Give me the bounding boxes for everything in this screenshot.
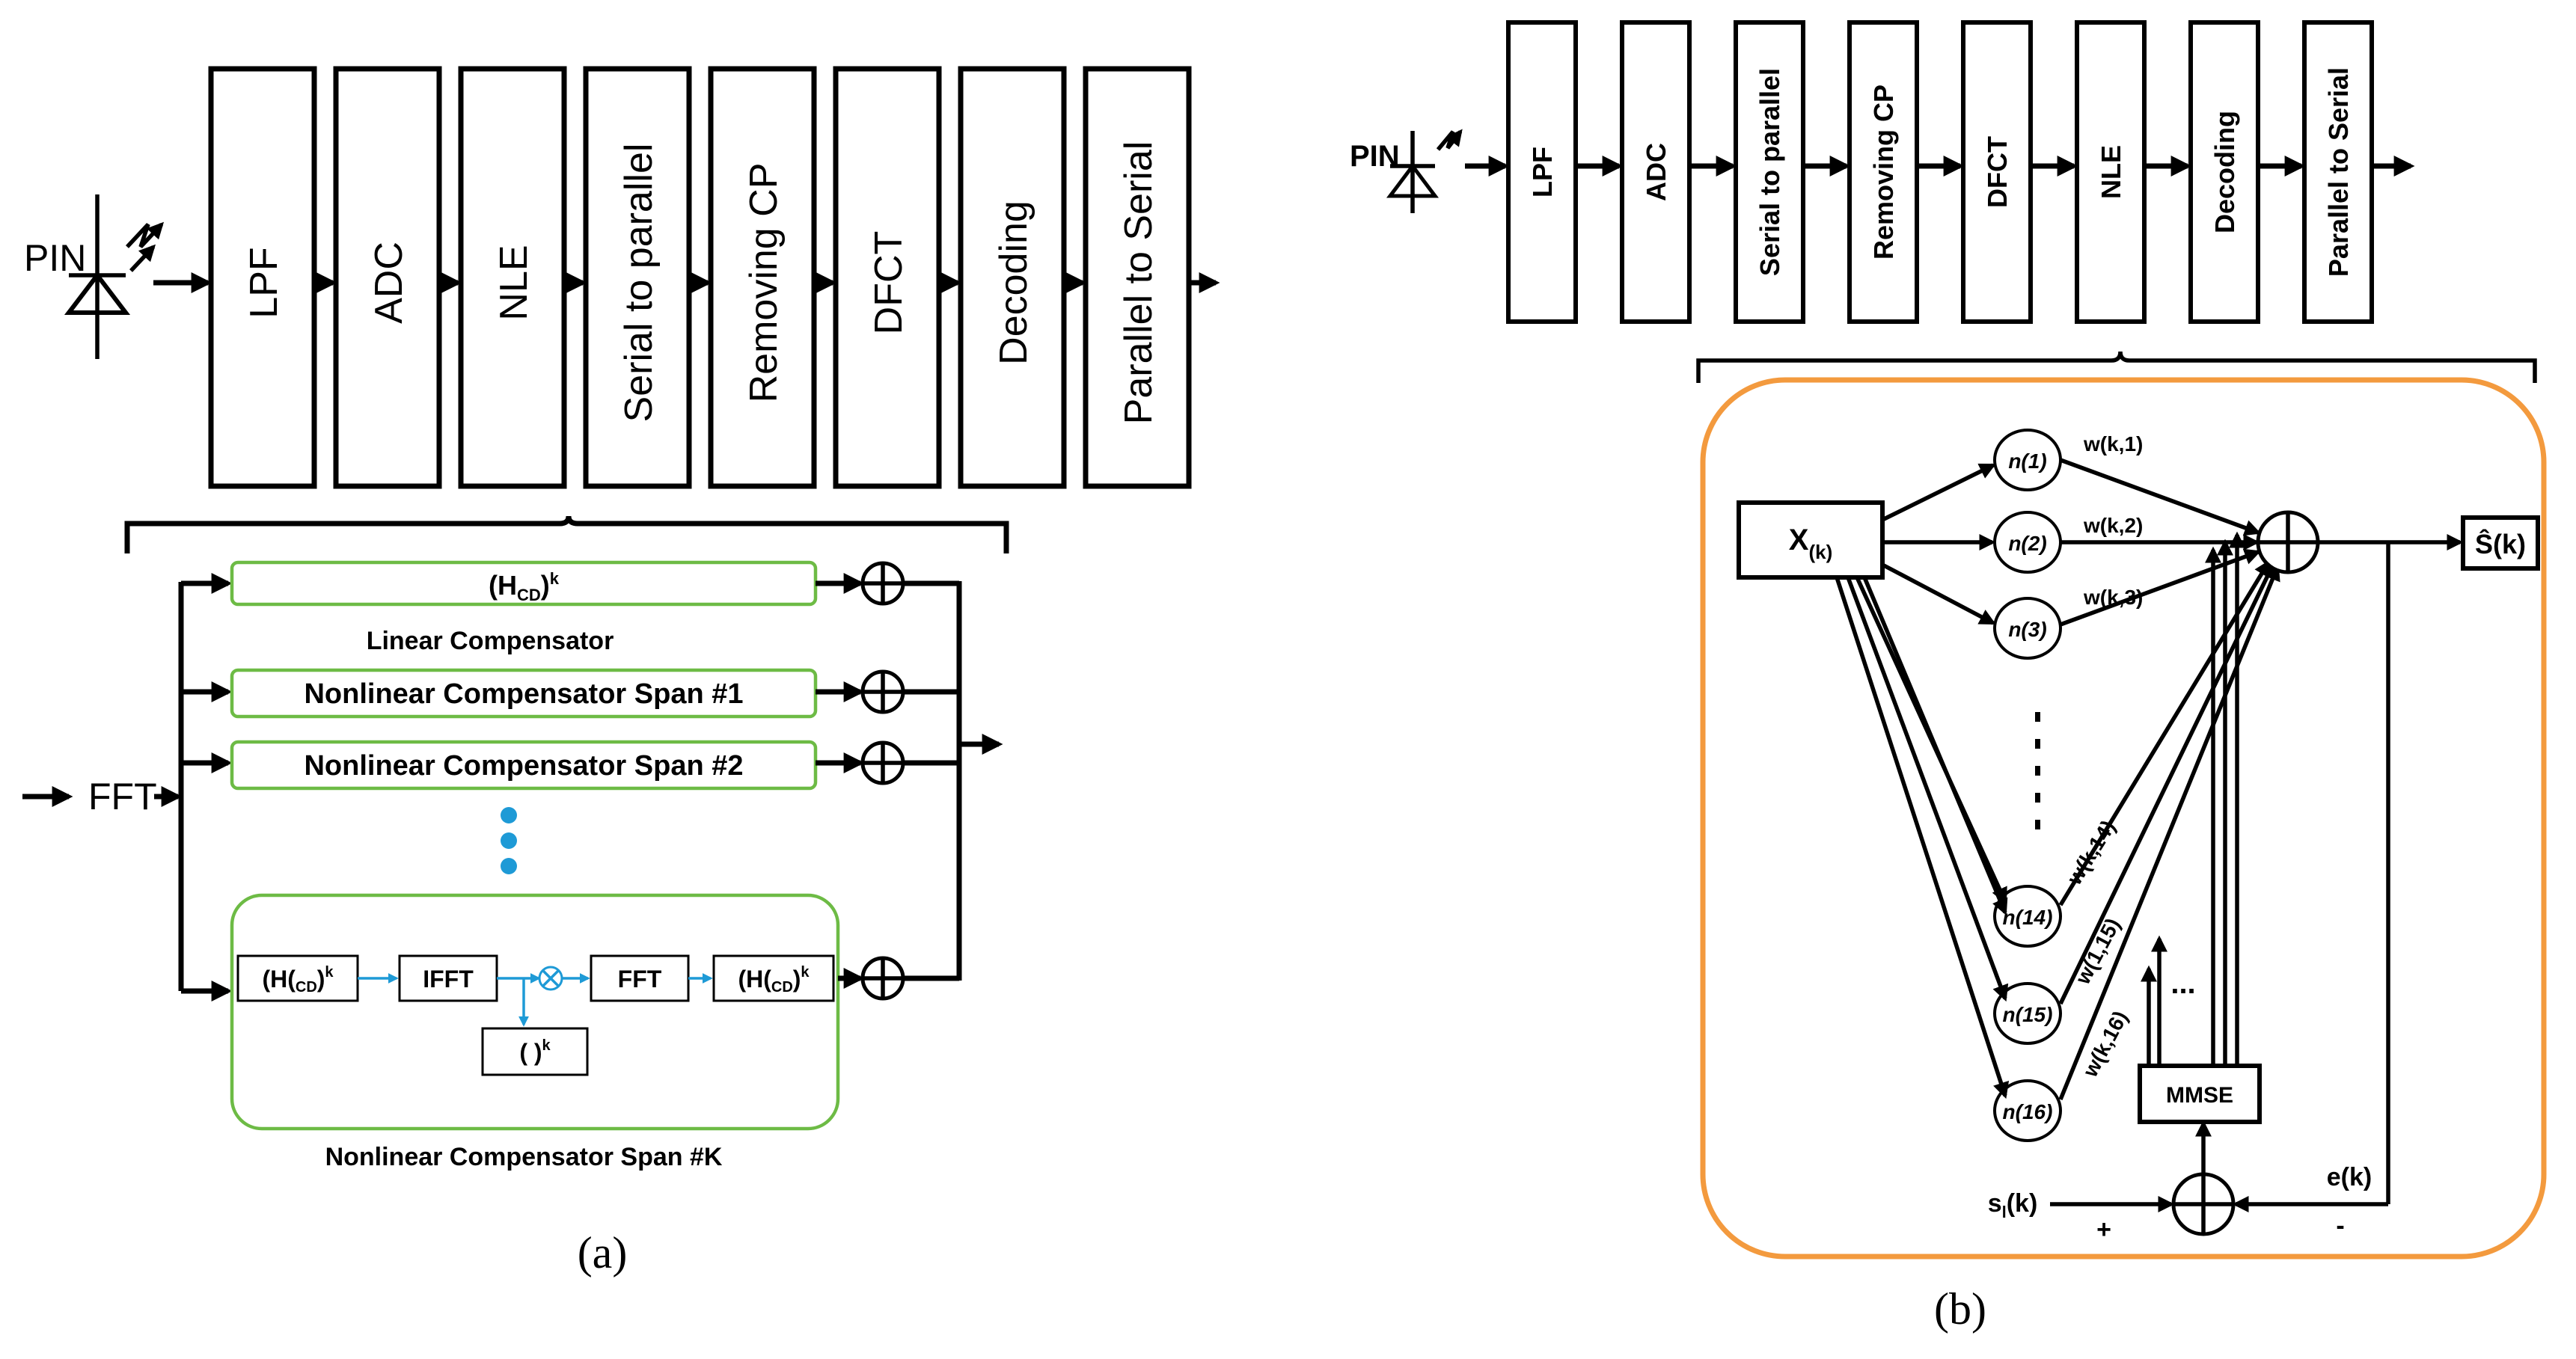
linear-compensator-caption: Linear Compensator	[367, 627, 614, 655]
output-box-label: Ŝ(k)	[2475, 528, 2526, 559]
spanK-hcd-right-label: (H(CD)k	[738, 964, 810, 996]
error-label: e(k)	[2327, 1163, 2372, 1191]
weight-16: w(k,16)	[2078, 1007, 2132, 1081]
spanK-caption: Nonlinear Compensator Span #K	[325, 1143, 723, 1171]
block-adc-b	[1620, 20, 1692, 324]
ellipsis-dot	[501, 807, 517, 823]
block-s2p-b-label: Serial to parallel	[1754, 68, 1785, 276]
block-s2p-a	[583, 66, 692, 489]
block-decoding-b	[2188, 20, 2260, 324]
mmse-label: MMSE	[2166, 1083, 2233, 1108]
minus-sign: -	[2336, 1212, 2344, 1240]
block-lpf-b	[1506, 20, 1578, 324]
block-p2s-b	[2302, 20, 2374, 324]
block-decoding-a-label: Decoding	[992, 200, 1035, 365]
block-lpf-b-label: LPF	[1527, 147, 1558, 197]
neuron-15-label: n(15)	[2003, 1003, 2053, 1026]
block-adc-a	[333, 66, 442, 489]
ellipsis-dot	[501, 858, 517, 874]
block-p2s-b-label: Parallel to Serial	[2323, 67, 2354, 277]
pin-label-a: PIN	[24, 237, 86, 279]
block-removecp-b-label: Removing CP	[1868, 85, 1899, 260]
brace-b	[1696, 351, 2537, 383]
block-nle-a-label: NLE	[492, 245, 536, 320]
adder-icons-a	[816, 561, 905, 1001]
block-adc-a-label: ADC	[367, 242, 411, 324]
ellipsis-dot	[501, 832, 517, 849]
block-dfct-b	[1961, 20, 2033, 324]
panel-b: PIN LPF ADC Serial to parallel Removing …	[1350, 20, 2547, 1334]
linear-compensator-formula: (HCD)k	[489, 569, 560, 604]
block-p2s-a-label: Parallel to Serial	[1117, 141, 1160, 425]
weight-15: w(1,15)	[2070, 914, 2124, 988]
neuron-16	[1993, 1079, 2062, 1142]
weight-14: w(k,14)	[2062, 816, 2120, 889]
output-box	[2461, 515, 2540, 571]
spanK-fft-label: FFT	[618, 966, 662, 993]
neuron-2-label: n(2)	[2008, 532, 2046, 555]
block-dfct-a-label: DFCT	[867, 231, 911, 335]
spanK-box	[230, 893, 840, 1131]
neurons: n(1) n(2) n(3) n(14) n(15) n(16)	[1993, 429, 2062, 1142]
block-dfct-a	[833, 66, 942, 489]
spanK-hcd-left-label: (H(CD)k	[262, 964, 334, 996]
spanK-ifft-label: IFFT	[423, 966, 474, 993]
block-decoding-a	[958, 66, 1067, 489]
neuron-14	[1993, 885, 2062, 948]
neuron-16-label: n(16)	[2003, 1100, 2053, 1123]
brace-a	[124, 515, 1009, 553]
block-s2p-b	[1734, 20, 1805, 324]
photodiode-icon-a	[64, 194, 165, 359]
block-nle-b	[2075, 20, 2147, 324]
block-nle-b-label: NLE	[2096, 145, 2126, 199]
caption-b: (b)	[1934, 1284, 1986, 1334]
neuron-1-label: n(1)	[2008, 450, 2046, 473]
mmse-ellipsis: ...	[2170, 967, 2195, 1000]
neuron-14-label: n(14)	[2003, 906, 2053, 929]
block-removecp-a	[708, 66, 817, 489]
neuron-3-label: n(3)	[2008, 618, 2046, 641]
weight-1: w(k,1)	[2083, 432, 2143, 455]
input-box-label: X(k)	[1789, 524, 1832, 563]
caption-a: (a)	[578, 1228, 628, 1277]
weight-3: w(k,3)	[2083, 586, 2143, 609]
block-nle-a	[458, 66, 567, 489]
span2-label: Nonlinear Compensator Span #2	[304, 750, 743, 782]
span1-label: Nonlinear Compensator Span #1	[304, 678, 743, 710]
block-s2p-a-label: Serial to parallel	[617, 144, 661, 423]
panel-a: PIN LPF ADC NLE Serial to parallel Remov…	[22, 66, 1220, 1277]
plus-sign: +	[2096, 1215, 2111, 1244]
spanK-power	[481, 1027, 589, 1076]
photodiode-icon-b	[1386, 129, 1463, 213]
reference-label: sl(k)	[1988, 1189, 2038, 1221]
fft-label: FFT	[88, 776, 157, 817]
block-dfct-b-label: DFCT	[1982, 136, 2013, 208]
block-adc-b-label: ADC	[1641, 143, 1671, 201]
neuron-15	[1993, 982, 2062, 1045]
mmse-box	[2138, 1064, 2262, 1124]
block-removecp-a-label: Removing CP	[742, 163, 786, 403]
spanK-hcd-right	[712, 954, 835, 1002]
block-lpf-a-label: LPF	[242, 247, 286, 318]
spanK-power-label: ( )k	[519, 1037, 551, 1066]
weight-2: w(k,2)	[2083, 514, 2143, 537]
block-removecp-b	[1847, 20, 1919, 324]
spanK-hcd-left	[236, 954, 359, 1002]
input-box	[1737, 500, 1885, 580]
block-p2s-a	[1083, 66, 1192, 489]
block-lpf-a	[208, 66, 317, 489]
neuron-3	[1993, 597, 2062, 660]
block-decoding-b-label: Decoding	[2209, 111, 2240, 233]
nle-detail-frame	[1700, 377, 2547, 1260]
neuron-ellipsis	[2035, 712, 2040, 829]
